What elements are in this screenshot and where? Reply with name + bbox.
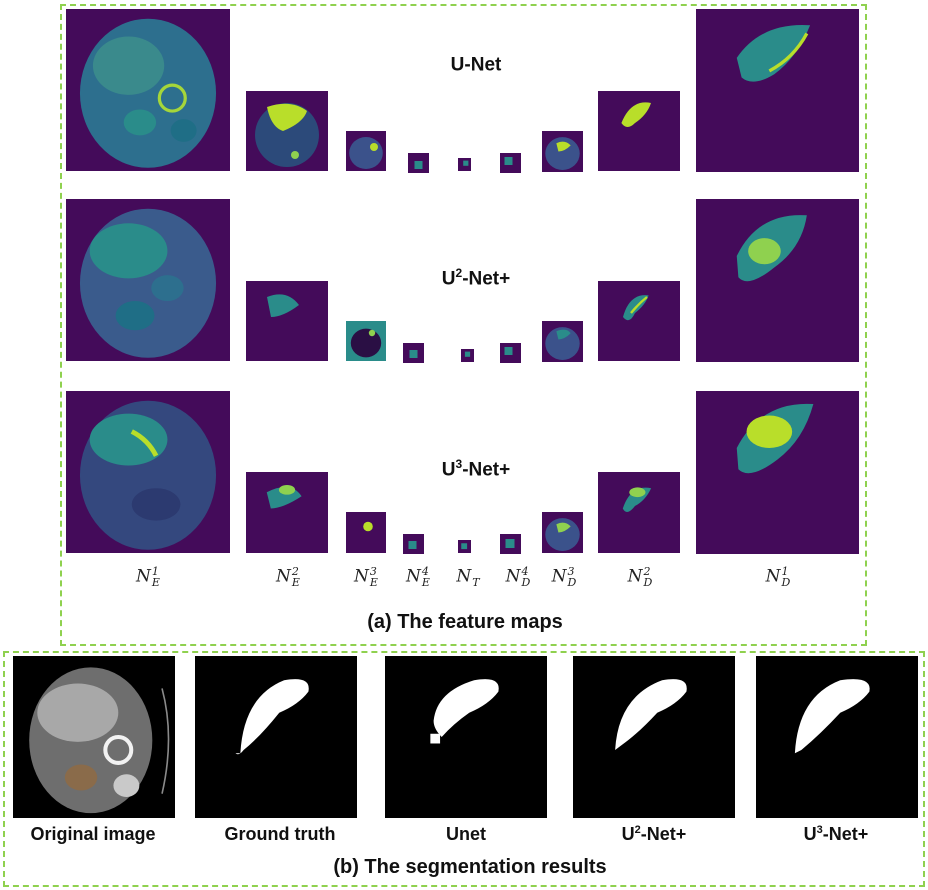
feature-map-unet-nt xyxy=(458,158,471,171)
seg-label-original: Original image xyxy=(30,824,156,844)
feature-map-u3net-nd1 xyxy=(696,391,859,554)
feature-map-u3net-nd4 xyxy=(500,534,521,554)
feature-maps-panel xyxy=(60,4,867,646)
segmentation-results-caption: (b) The segmentation results xyxy=(333,856,607,878)
feature-maps-caption: (a) The feature maps xyxy=(367,611,563,633)
feature-map-u2net-nd4 xyxy=(500,343,521,363)
feature-map-unet-nd2 xyxy=(598,91,680,171)
feature-map-u2net-ne2 xyxy=(246,281,328,361)
feature-map-u3net-ne3 xyxy=(346,512,386,553)
feature-map-unet-ne1 xyxy=(66,9,230,171)
feature-map-unet-ne2 xyxy=(246,91,328,171)
row-label-u3net: U3-Net+ xyxy=(441,457,511,481)
feature-map-u3net-ne2 xyxy=(246,472,328,553)
feature-map-u3net-ne1 xyxy=(66,391,230,553)
unet-mask xyxy=(385,656,547,818)
seg-label-u3net: U3-Net+ xyxy=(803,824,869,844)
feature-map-u2net-nd1 xyxy=(696,199,859,362)
feature-map-unet-nd3 xyxy=(542,131,583,172)
seg-label-u2net: U2-Net+ xyxy=(621,824,687,844)
feature-map-u2net-ne4 xyxy=(403,343,424,363)
original-ct-image xyxy=(13,656,175,818)
feature-map-u2net-nt xyxy=(461,349,474,362)
seg-label-unet: Unet xyxy=(446,824,486,844)
feature-map-u3net-nd3 xyxy=(542,512,583,553)
feature-map-unet-nd4 xyxy=(500,153,521,173)
feature-map-unet-nd1 xyxy=(696,9,859,172)
ground-truth-mask xyxy=(195,656,357,818)
feature-map-u2net-ne1 xyxy=(66,199,230,361)
seg-label-ground-truth: Ground truth xyxy=(224,824,336,844)
feature-map-u3net-nt xyxy=(458,540,471,553)
u3net-mask xyxy=(756,656,918,818)
feature-map-u3net-ne4 xyxy=(403,534,424,554)
segmentation-results-panel xyxy=(3,651,925,887)
u2net-mask xyxy=(573,656,735,818)
feature-map-u2net-ne3 xyxy=(346,321,386,361)
feature-map-unet-ne3 xyxy=(346,131,386,171)
row-label-u2net: U2-Net+ xyxy=(441,266,511,290)
feature-map-unet-ne4 xyxy=(408,153,429,173)
feature-map-u3net-nd2 xyxy=(598,472,680,553)
row-label-unet: U-Net xyxy=(450,54,502,76)
feature-map-u2net-nd2 xyxy=(598,281,680,361)
feature-map-u2net-nd3 xyxy=(542,321,583,362)
